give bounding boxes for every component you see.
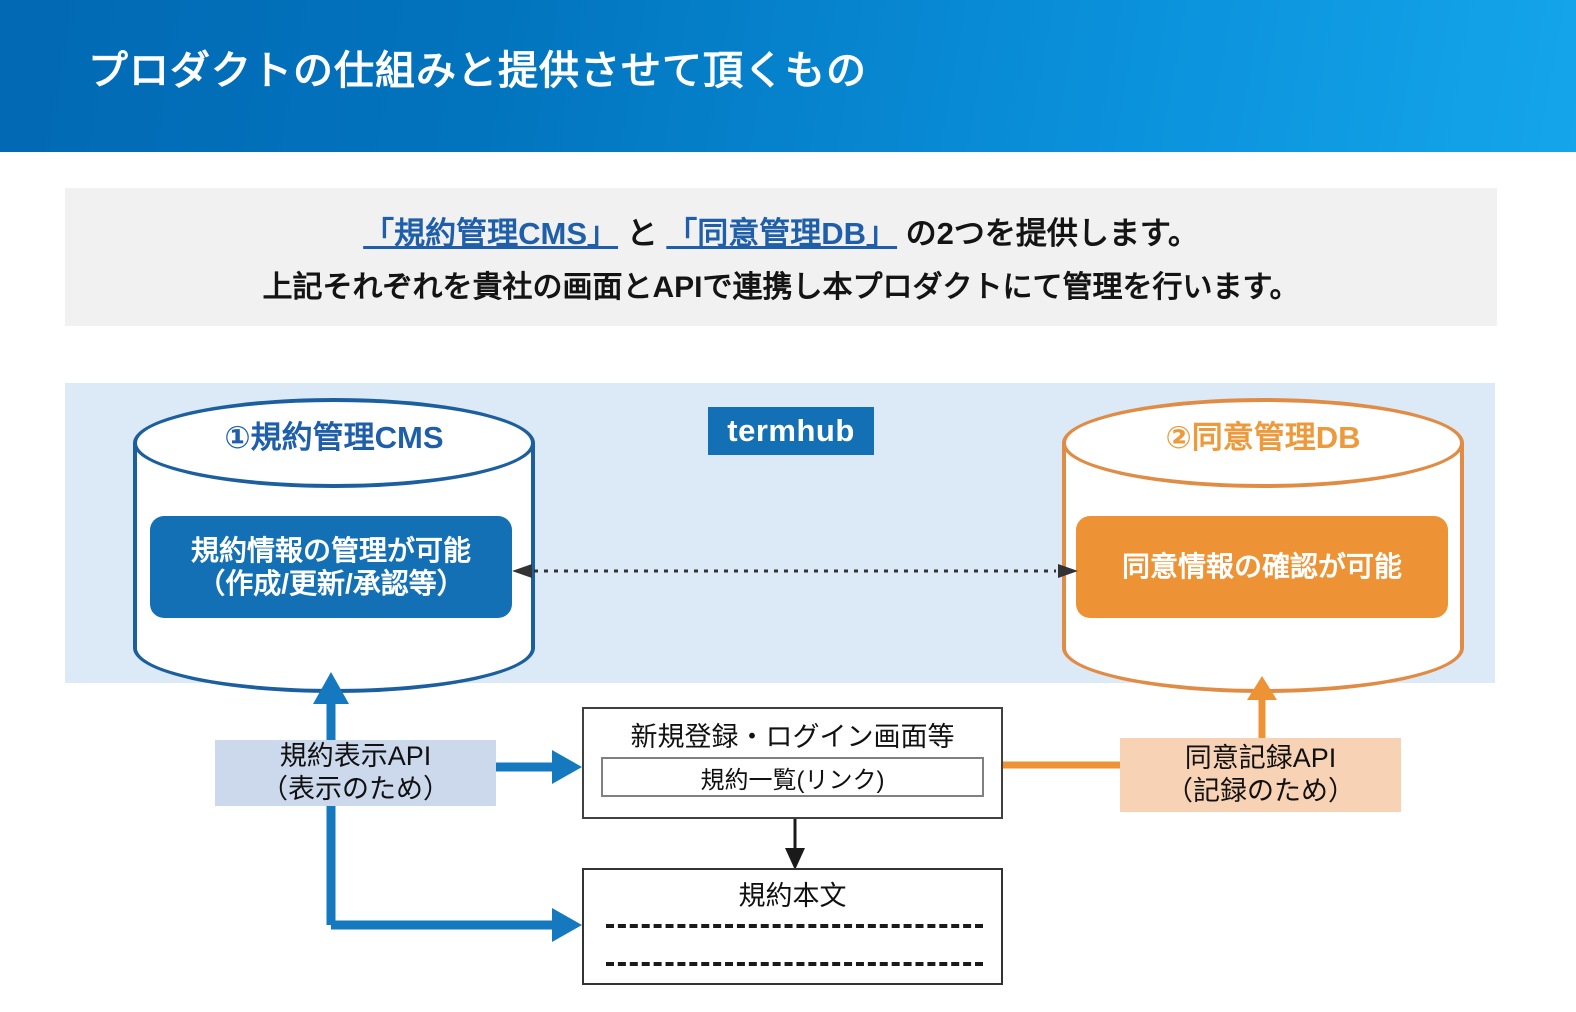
screen-box-title: 新規登録・ログイン画面等 [630, 722, 955, 752]
termhub-badge: termhub [708, 407, 874, 455]
terms-body-placeholder-line-1 [606, 924, 983, 928]
summary-conjunction: と [618, 216, 667, 251]
db-capability-line-1: 同意情報の確認が可能 [1121, 551, 1402, 583]
terms-body-title: 規約本文 [738, 881, 847, 911]
summary-line-2: 上記それぞれを貴社の画面とAPIで連携し本プロダクトにて管理を行います。 [262, 271, 1300, 304]
screen-box-signup-login: 新規登録・ログイン画面等 規約一覧(リンク) [582, 707, 1003, 819]
summary-tail: の2つを提供します。 [897, 216, 1199, 251]
cylinder-link-dotted-arrow [512, 564, 1078, 578]
orange-connector-group [1002, 676, 1277, 769]
page-title: プロダクトの仕組みと提供させて頂くもの [88, 49, 867, 93]
summary-panel: 「規約管理CMS」 と 「同意管理DB」 の2つを提供します。 上記それぞれを貴… [65, 188, 1497, 326]
summary-link-db: 「同意管理DB」 [666, 216, 898, 251]
api-left-line-2: （表示のため） [261, 774, 450, 804]
terms-body-placeholder-line-2 [606, 962, 983, 966]
cms-capability-line-1: 規約情報の管理が可能 [190, 534, 471, 566]
slide-header: プロダクトの仕組みと提供させて頂くもの [0, 0, 1576, 152]
api-box-consent-record: 同意記録API （記録のため） [1120, 738, 1401, 812]
cylinder-label-db: ②同意管理DB [1165, 420, 1361, 455]
terms-list-link[interactable]: 規約一覧(リンク) [601, 757, 984, 797]
cylinder-label-cms: ①規約管理CMS [224, 420, 444, 455]
api-right-line-1: 同意記録API [1184, 743, 1337, 774]
terms-body-box: 規約本文 [582, 868, 1003, 985]
db-capability-pill: 同意情報の確認が可能 [1076, 516, 1448, 618]
summary-link-cms: 「規約管理CMS」 [363, 216, 619, 251]
cms-capability-line-2: （作成/更新/承認等） [197, 568, 465, 599]
cylinder-top-ellipse [1062, 398, 1464, 488]
blue-connector-group [313, 672, 582, 942]
cylinder-top-ellipse [133, 398, 535, 488]
api-right-line-2: （記録のため） [1166, 776, 1355, 806]
cms-capability-pill: 規約情報の管理が可能 （作成/更新/承認等） [150, 516, 512, 618]
api-left-line-1: 規約表示API [279, 741, 432, 772]
api-box-terms-display: 規約表示API （表示のため） [215, 740, 496, 806]
summary-line-1: 「規約管理CMS」 と 「同意管理DB」 の2つを提供します。 [65, 208, 1497, 253]
